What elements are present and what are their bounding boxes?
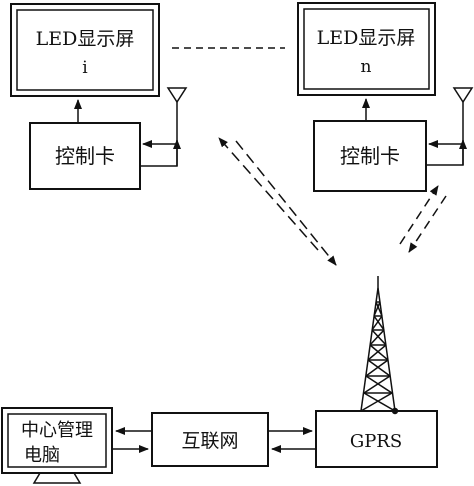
gprs-box: GPRS [315,410,438,468]
wireless-link-left [218,137,337,266]
antenna-left [140,87,188,167]
control-card-right: 控制卡 [313,98,427,192]
control-card-left-label: 控制卡 [55,144,115,168]
control-card-right-label: 控制卡 [340,144,400,168]
wireless-link-right [399,185,447,253]
center-computer-line1: 中心管理 [21,420,93,441]
gprs-tower-icon [360,276,399,415]
led-screen-n: LED显示屏 n [297,2,436,96]
led-screen-n-title: LED显示屏 [317,27,416,49]
gprs-label: GPRS [350,431,402,452]
card-to-antenna-arrow-left [140,139,181,167]
antenna-left-icon [166,87,188,104]
antenna-right [426,87,474,166]
computer-internet-link [112,427,152,453]
led-screen-i-index: i [82,58,88,78]
center-computer: 中心管理 电脑 [1,407,113,484]
led-screen-i-title: LED显示屏 [36,28,135,50]
control-card-left: 控制卡 [29,99,141,190]
center-computer-line2: 电脑 [24,445,60,466]
internet-gprs-link [268,427,316,453]
led-screen-n-index: n [361,57,372,77]
computer-stand-icon [32,472,82,484]
led-screen-i: LED显示屏 i [10,3,160,97]
card-to-antenna-arrow-right [426,139,467,166]
internet-label: 互联网 [181,430,238,452]
antenna-right-icon [452,87,474,104]
internet-box: 互联网 [151,412,269,467]
